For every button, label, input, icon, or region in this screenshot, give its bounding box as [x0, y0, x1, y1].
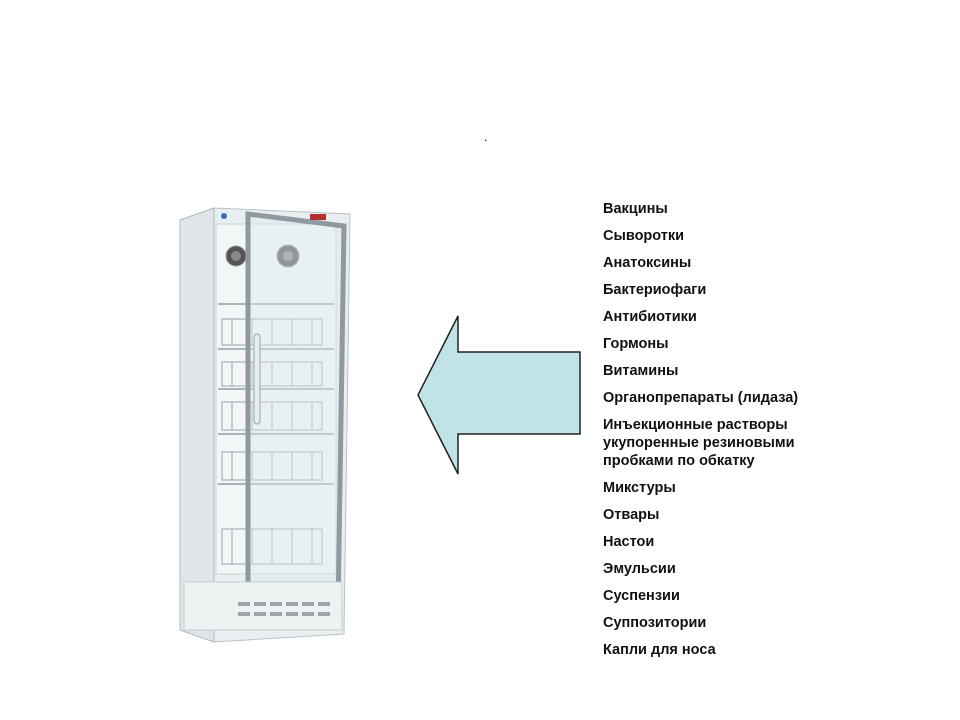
list-item: Бактериофаги: [603, 282, 707, 298]
list-item: Суспензии: [603, 588, 680, 604]
list-item: Микстуры: [603, 480, 676, 496]
list-item: Отвары: [603, 507, 660, 523]
list-item: Вакцины: [603, 201, 668, 217]
list-item: Сыворотки: [603, 228, 685, 244]
pharmacy-fridge-image: [179, 207, 351, 643]
list-item: Инъекционные растворы укупоренные резино…: [603, 417, 795, 469]
list-item: Анатоксины: [603, 255, 692, 271]
left-arrow-shape: [417, 315, 581, 475]
list-item: Капли для носа: [603, 642, 716, 658]
medication-list: Вакцины Сыворотки Анатоксины Бактериофаг…: [603, 200, 943, 668]
list-item: Эмульсии: [603, 561, 676, 577]
list-item: Суппозитории: [603, 615, 707, 631]
list-item: Органопрепараты (лидаза): [603, 390, 799, 406]
list-item: Настои: [603, 534, 655, 550]
list-item: Антибиотики: [603, 309, 697, 325]
list-item: Гормоны: [603, 336, 669, 352]
dot-mark: .: [484, 130, 488, 144]
list-item: Витамины: [603, 363, 679, 379]
